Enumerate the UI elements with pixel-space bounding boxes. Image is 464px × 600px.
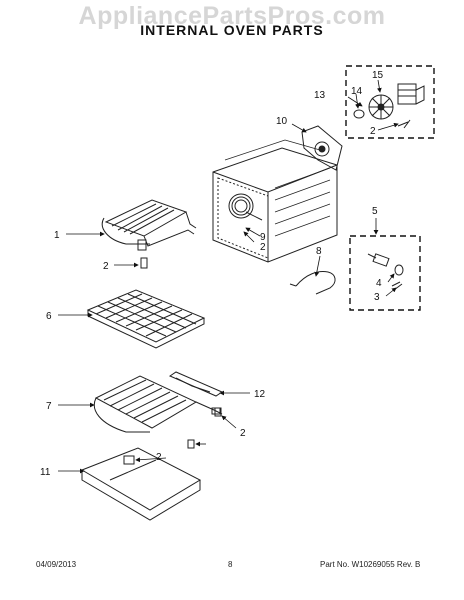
callout-15: 15 [372,70,384,81]
oven-sensor [289,271,336,295]
bake-element [94,375,223,433]
callout-2: 2 [156,452,162,463]
watermark: AppliancePartsPros.com [78,2,386,30]
broil-element [101,199,197,251]
oven-rack [86,289,206,349]
callout-2: 2 [240,428,246,439]
callout-2: 2 [370,126,376,137]
callout-2: 2 [103,261,109,272]
convection-motor-group [345,65,435,139]
callout-9: 9 [260,232,266,243]
bottom-panel [80,447,202,521]
leader-lines [58,79,399,474]
callout-3: 3 [374,292,380,303]
footer-date: 04/09/2013 [36,560,77,569]
callout-7: 7 [46,401,52,412]
temp-sensor-group [349,235,421,311]
callout-11: 11 [40,467,51,478]
footer-page-number: 8 [228,560,233,569]
callout-13: 13 [314,90,326,101]
callout-10: 10 [276,116,288,127]
callout-4: 4 [376,278,382,289]
screws [140,257,222,449]
callout-2: 2 [260,242,266,253]
callout-6: 6 [46,311,52,322]
callout-1: 1 [54,230,60,241]
callout-5: 5 [372,206,378,217]
oven-cavity [212,139,338,263]
page-title: INTERNAL OVEN PARTS [140,22,324,38]
callouts: 1 2 6 7 11 12 2 2 9 2 10 13 14 15 2 5 8 … [40,70,384,478]
footer-part-number: Part No. W10269055 Rev. B [320,560,421,569]
callout-8: 8 [316,246,322,257]
callout-14: 14 [351,86,363,97]
callout-12: 12 [254,389,266,400]
convection-baffle [301,125,343,171]
